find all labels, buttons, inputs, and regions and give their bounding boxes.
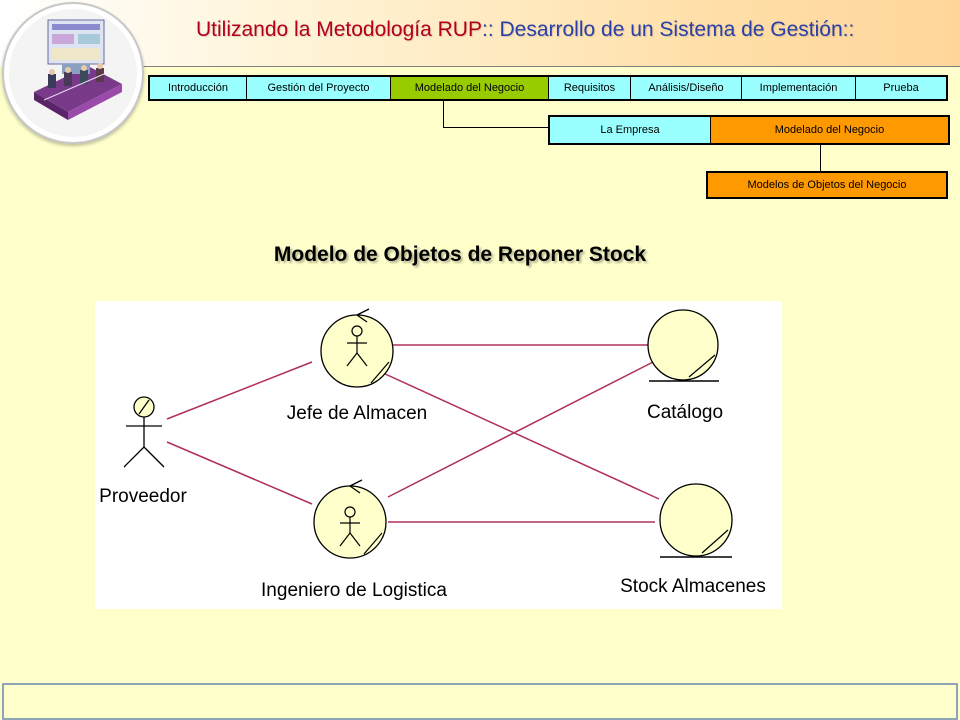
business-entity-icon: [647, 309, 719, 382]
uml-diagram-canvas: Proveedor Jefe de Almacen: [99, 308, 766, 601]
worker-label: Ingeniero de Logistica: [261, 580, 447, 601]
content-title: Modelo de Objetos de Reponer Stock: [273, 243, 647, 266]
business-entity-icon: [659, 483, 733, 558]
link-proveedor-ingeniero: [166, 441, 313, 505]
business-object-diagram: Proveedor Jefe de Almacen: [95, 301, 782, 609]
nav-introduccion[interactable]: Introducción: [150, 77, 247, 99]
nav-prueba[interactable]: Prueba: [856, 77, 946, 99]
connector-line: [443, 99, 444, 128]
header-band: [0, 0, 960, 66]
title-separator: ::: [481, 18, 494, 41]
worker-label: Jefe de Almacen: [287, 403, 427, 424]
subnav-modelado-negocio[interactable]: Modelado del Negocio: [711, 117, 948, 143]
nav-gestion-proyecto[interactable]: Gestión del Proyecto: [247, 77, 391, 99]
sub-nav: La Empresa Modelado del Negocio: [548, 115, 950, 145]
subnav-la-empresa[interactable]: La Empresa: [550, 117, 711, 143]
nav-modelado-negocio[interactable]: Modelado del Negocio: [391, 77, 549, 99]
entity-label: Catálogo: [647, 402, 723, 423]
footer-bar: [2, 683, 958, 720]
title-methodology: Utilizando la Metodología RUP: [196, 18, 482, 41]
connector-line: [443, 127, 548, 128]
actor-icon: [123, 396, 165, 468]
subnav-modelos-objetos[interactable]: Modelos de Objetos del Negocio: [706, 171, 948, 199]
page-header-title: Utilizando la Metodología RUP:: Desarrol…: [196, 18, 956, 42]
header-divider: [125, 66, 960, 67]
business-worker-icon: [313, 479, 387, 559]
link-jefe-stock: [382, 372, 660, 500]
nav-analisis-diseno[interactable]: Análisis/Diseño: [631, 77, 742, 99]
business-worker-icon: [320, 308, 394, 388]
computer-lab-icon: [34, 19, 122, 120]
logo-illustration: [2, 2, 144, 144]
title-system: Desarrollo de un Sistema de Gestión: [493, 18, 843, 41]
actor-label: Proveedor: [99, 486, 187, 507]
nav-requisitos[interactable]: Requisitos: [549, 77, 631, 99]
link-proveedor-jefe: [166, 361, 313, 420]
nav-implementacion[interactable]: Implementación: [742, 77, 856, 99]
entity-label: Stock Almacenes: [620, 576, 766, 597]
connector-line: [820, 143, 821, 171]
title-separator-end: ::: [842, 18, 855, 41]
link-ingeniero-catalogo: [387, 360, 656, 498]
main-nav: Introducción Gestión del Proyecto Modela…: [148, 75, 948, 101]
